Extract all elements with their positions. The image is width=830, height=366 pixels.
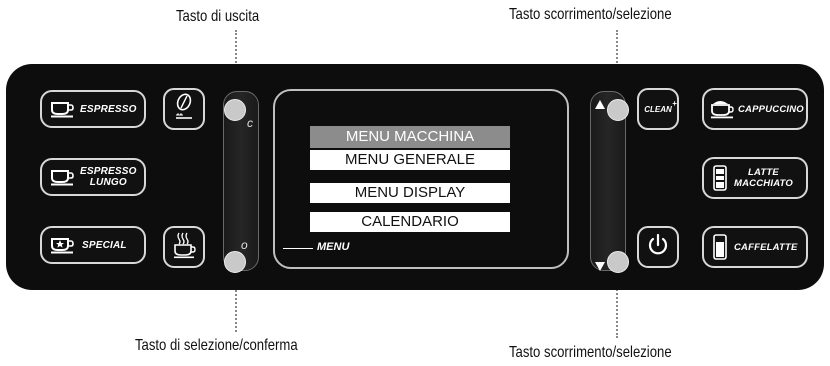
espresso-button[interactable]: ESPRESSO: [40, 90, 146, 128]
coffee-bean-button[interactable]: [163, 88, 205, 130]
latte-macchiato-label: LATTE MACCHIATO: [734, 167, 793, 189]
cup-icon: [50, 168, 76, 186]
callout-select-confirm: Tasto di selezione/conferma: [135, 337, 298, 354]
espresso-lungo-label: ESPRESSO LUNGO: [80, 166, 137, 188]
left-slider-rail[interactable]: [223, 91, 259, 271]
caffelatte-button[interactable]: CAFFELATTE: [702, 226, 808, 268]
special-button[interactable]: SPECIAL: [40, 226, 146, 264]
latte-macchiato-button[interactable]: LATTE MACCHIATO: [702, 157, 808, 199]
arrow-up-icon: [595, 96, 605, 114]
menu-footer-label: MENU: [317, 241, 350, 253]
latte-glass-icon: [712, 165, 728, 191]
callout-scroll-select-bottom: Tasto scorrimento/selezione: [509, 344, 672, 361]
menu-title: MENU MACCHINA: [310, 126, 510, 148]
cappuccino-label: CAPPUCCINO: [738, 103, 804, 115]
espresso-lungo-line2: LUNGO: [89, 177, 127, 188]
menu-item-calendario[interactable]: CALENDARIO: [310, 212, 510, 232]
rail-mark-bottom: o: [241, 238, 248, 252]
espresso-lungo-button[interactable]: ESPRESSO LUNGO: [40, 158, 146, 196]
latte-macchiato-line1: LATTE: [748, 167, 779, 178]
exit-knob[interactable]: [224, 99, 246, 121]
leader-line-confirm: [235, 262, 237, 332]
espresso-label: ESPRESSO: [80, 103, 137, 115]
arrow-down-icon: [595, 258, 605, 276]
callout-scroll-select-top: Tasto scorrimento/selezione: [509, 6, 672, 23]
menu-item-generale[interactable]: MENU GENERALE: [310, 150, 510, 170]
caffelatte-label: CAFFELATTE: [734, 241, 798, 253]
hot-water-cup-icon: [171, 231, 197, 264]
clean-label: CLEAN: [644, 104, 672, 114]
leader-line-scroll-bottom: [616, 262, 618, 338]
power-icon: [646, 233, 670, 262]
scroll-down-knob[interactable]: [607, 251, 629, 273]
menu-divider: [310, 205, 510, 207]
cup-icon: [50, 100, 76, 118]
menu-divider: [310, 176, 510, 178]
caffelatte-glass-icon: [712, 234, 728, 260]
right-slider-rail[interactable]: [590, 91, 626, 271]
espresso-lungo-line1: ESPRESSO: [80, 166, 137, 177]
latte-macchiato-line2: MACCHIATO: [734, 178, 793, 189]
callout-exit-button: Tasto di uscita: [176, 8, 260, 25]
cappuccino-button[interactable]: CAPPUCCINO: [702, 88, 808, 130]
star-cup-icon: [50, 236, 76, 254]
special-label: SPECIAL: [82, 239, 127, 251]
clean-icon: CLEAN+: [644, 98, 677, 114]
clean-button[interactable]: CLEAN+: [637, 88, 679, 130]
menu-indicator-line: [283, 248, 313, 249]
scroll-up-knob[interactable]: [607, 99, 629, 121]
select-confirm-knob[interactable]: [224, 251, 246, 273]
cappuccino-cup-icon: [710, 98, 736, 120]
hot-water-button[interactable]: [163, 226, 205, 268]
rail-mark-top: c: [247, 116, 253, 130]
menu-item-display[interactable]: MENU DISPLAY: [310, 183, 510, 203]
coffee-bean-icon: [171, 92, 197, 127]
display-frame: [273, 89, 569, 269]
power-button[interactable]: [637, 226, 679, 268]
